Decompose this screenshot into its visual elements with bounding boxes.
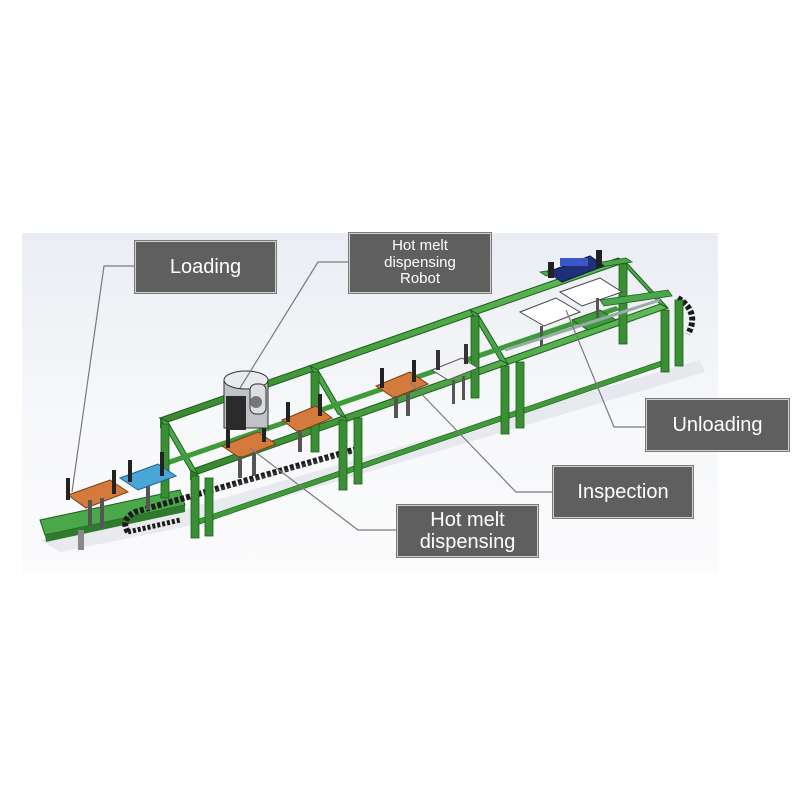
callout-unloading: Unloading — [646, 399, 789, 451]
fixture-inspection-orange — [374, 360, 430, 418]
fixture-loading-orange — [66, 470, 130, 550]
callout-inspection-text: Inspection — [577, 480, 669, 503]
leader-lines — [71, 261, 646, 531]
cable-carrier — [122, 295, 696, 535]
callout-robot-line1: Hot melt — [392, 236, 448, 254]
leader-robot — [239, 261, 349, 389]
callout-robot-line2: dispensing — [384, 253, 456, 271]
floor-shadow — [40, 360, 705, 552]
callout-robot-line3: Robot — [399, 270, 441, 288]
fixture-inspection-white — [430, 344, 480, 404]
leader-unloading — [565, 309, 646, 428]
dispensing-robot — [223, 370, 269, 430]
leader-hotmelt — [249, 447, 397, 531]
callout-hot-melt-dispensing: Hot melt dispensing — [397, 505, 538, 557]
callout-unloading-text: Unloading — [672, 413, 763, 436]
fixture-loading-blue — [118, 452, 178, 510]
leader-inspection — [409, 381, 553, 493]
unloading-station — [504, 250, 661, 352]
callout-inspection: Inspection — [553, 466, 693, 518]
callout-hotmelt-line1: Hot melt — [430, 508, 505, 531]
callout-loading: Loading — [135, 241, 276, 293]
callout-hot-melt-robot: Hot melt dispensing Robot — [349, 233, 491, 293]
fixture-hotmelt-2 — [280, 394, 334, 452]
callout-hotmelt-line2: dispensing — [419, 531, 516, 553]
fixture-hotmelt-1 — [220, 420, 278, 478]
callout-loading-text: Loading — [169, 255, 242, 278]
leader-loading — [71, 265, 135, 493]
